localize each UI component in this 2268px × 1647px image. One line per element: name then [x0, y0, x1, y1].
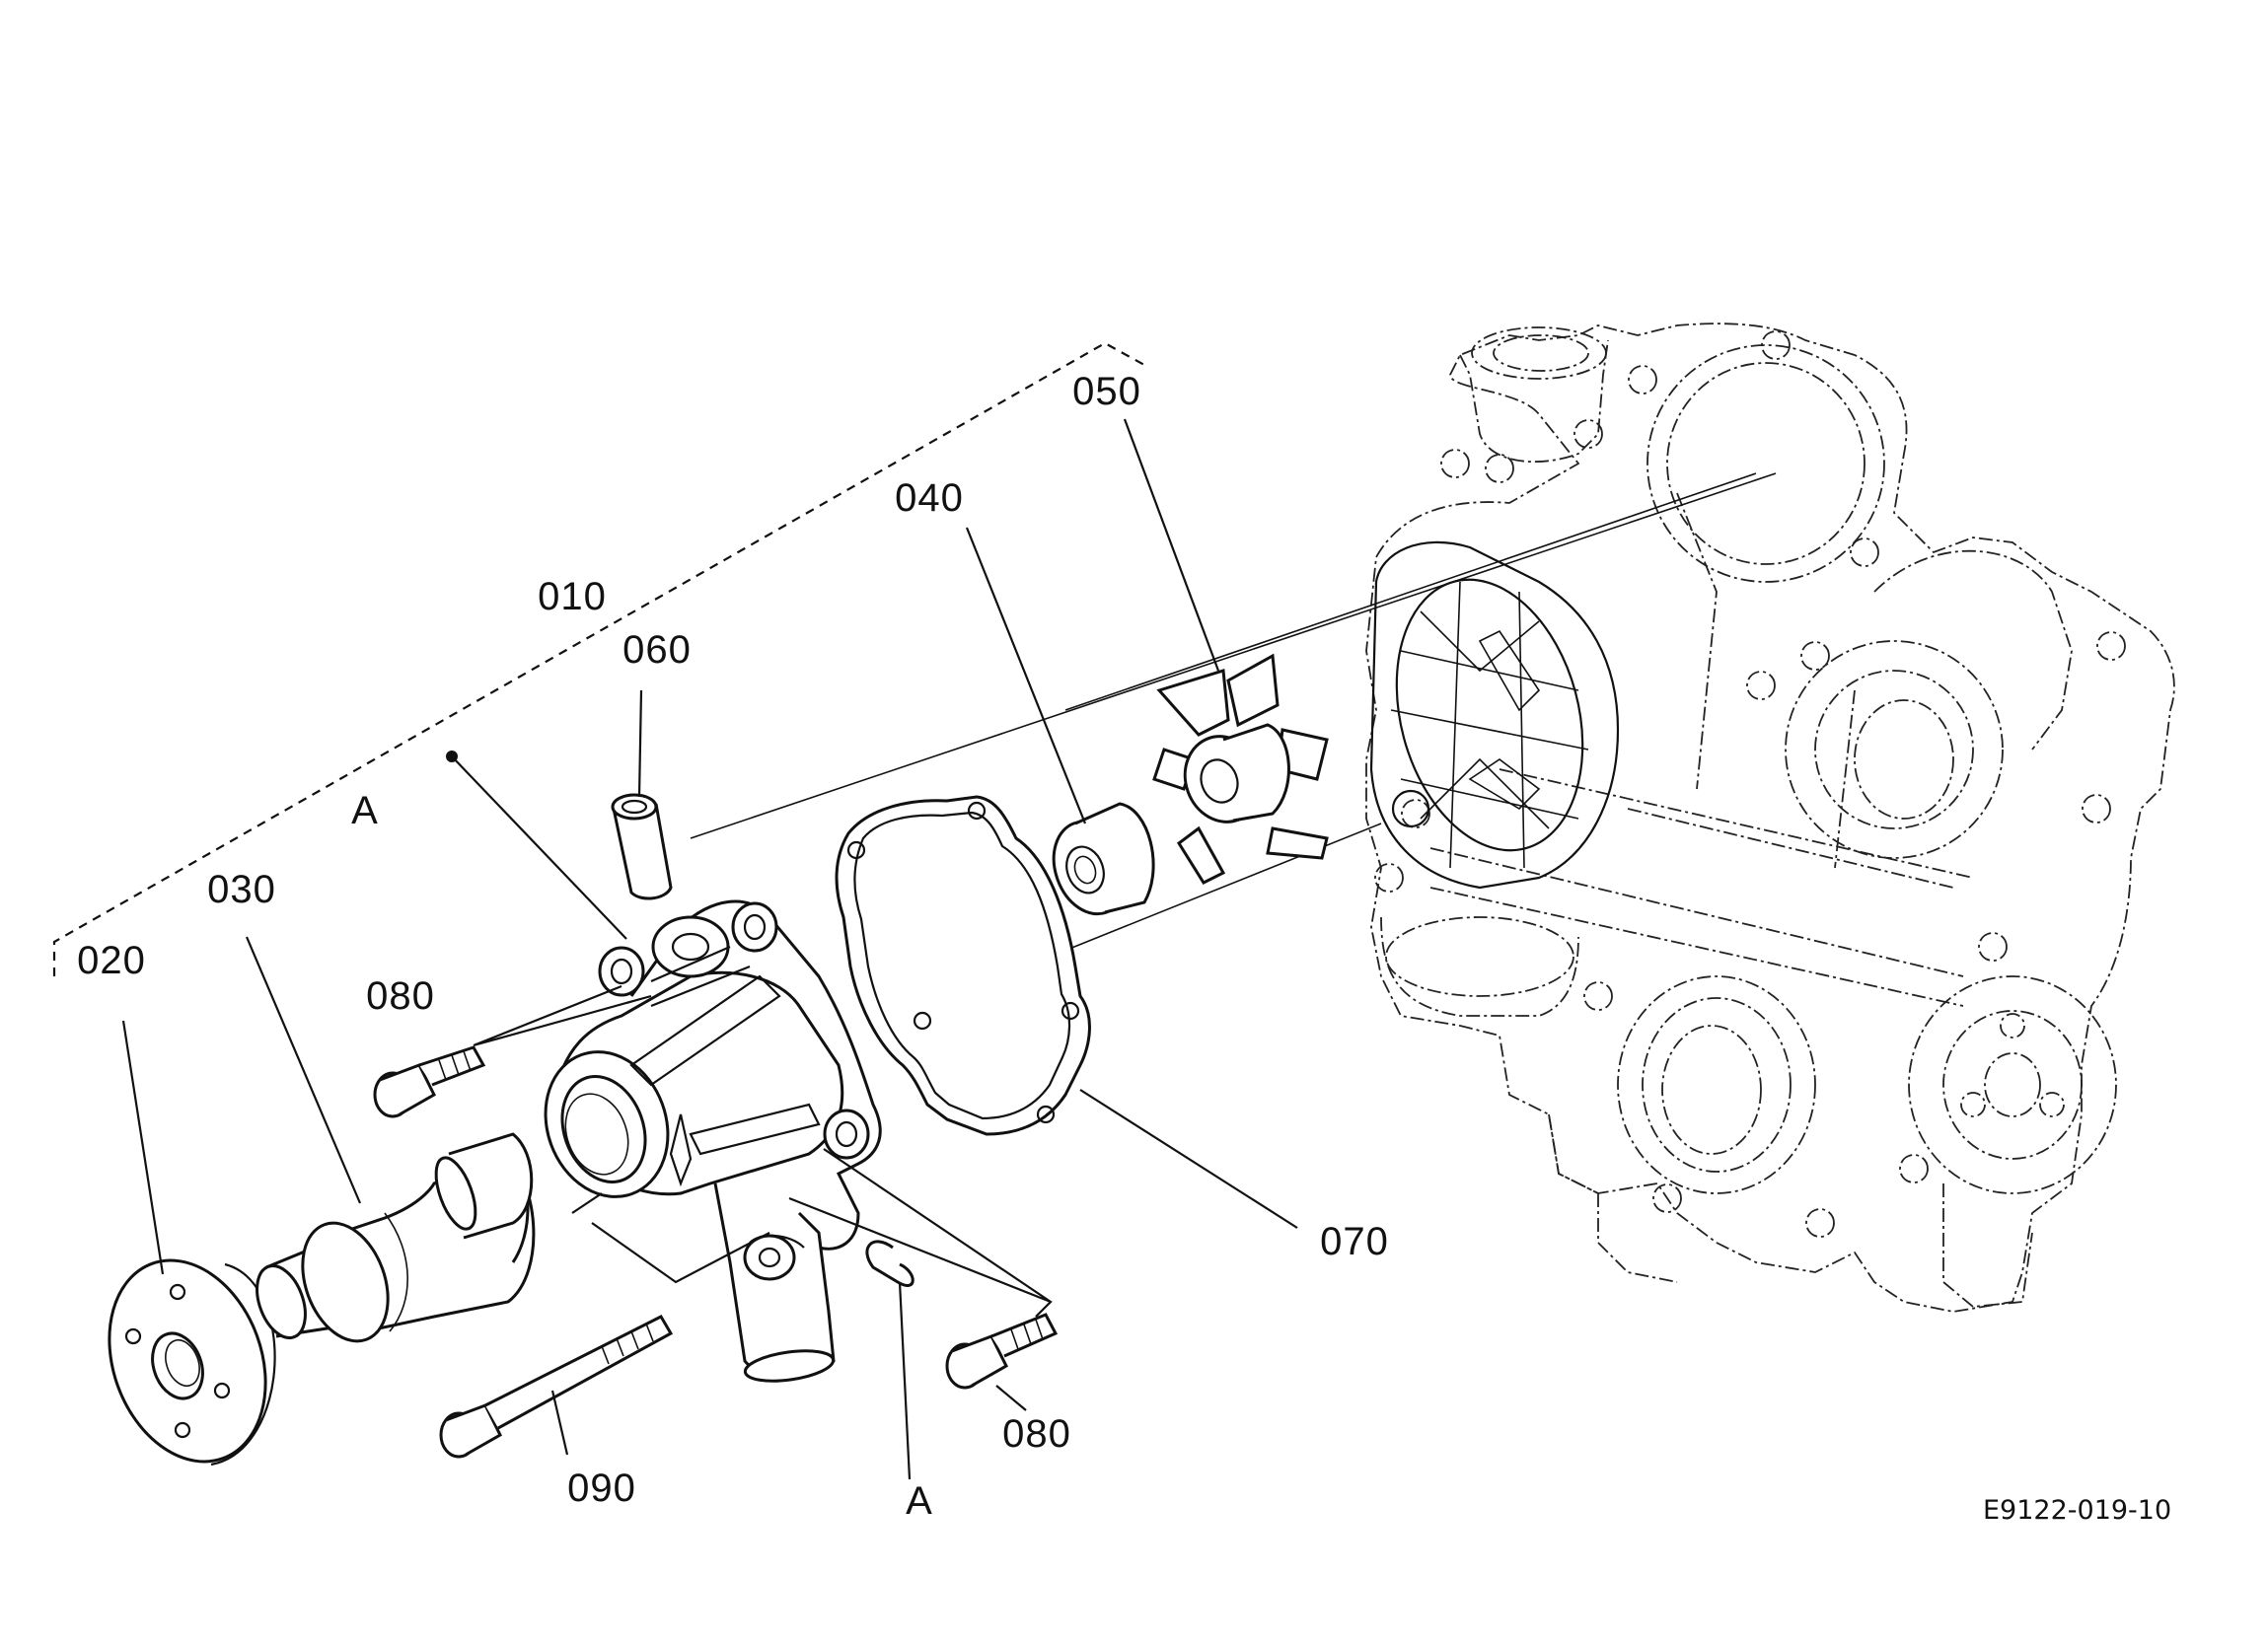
drawing-number: E9122-019-10	[1983, 1495, 2171, 1526]
label-ref-a-top: A	[351, 789, 379, 832]
part-070-gasket	[835, 795, 1091, 1136]
label-070: 070	[1320, 1220, 1389, 1263]
label-080-lower: 080	[1002, 1412, 1071, 1456]
leader-lines	[121, 418, 1298, 1480]
assembly-010-bracket	[52, 341, 1145, 976]
label-040: 040	[895, 476, 964, 520]
label-020: 020	[77, 939, 146, 982]
gear-case-housing	[1365, 322, 2175, 1313]
part-080-bolt-upper	[373, 1045, 486, 1118]
part-040-mechanical-seal	[1052, 802, 1155, 916]
label-060: 060	[622, 628, 692, 672]
label-030: 030	[207, 868, 276, 911]
part-030-shaft-bearing	[256, 1132, 536, 1343]
label-ref-a-bottom: A	[906, 1479, 933, 1523]
label-090: 090	[567, 1467, 636, 1510]
label-080-upper: 080	[366, 974, 435, 1018]
pump-body	[544, 899, 882, 1383]
part-060-sleeve	[611, 793, 673, 900]
part-080-bolt-lower	[945, 1313, 1059, 1390]
retaining-clip	[865, 1240, 915, 1287]
part-labels: 010 060 050 040 A 030 020 080 070 080 09…	[77, 370, 2171, 1526]
label-050: 050	[1072, 370, 1141, 413]
part-090-long-bolt	[439, 1315, 674, 1459]
part-020-pulley-flange	[108, 1258, 276, 1467]
label-010: 010	[538, 575, 607, 618]
part-050-impeller	[1152, 653, 1329, 885]
